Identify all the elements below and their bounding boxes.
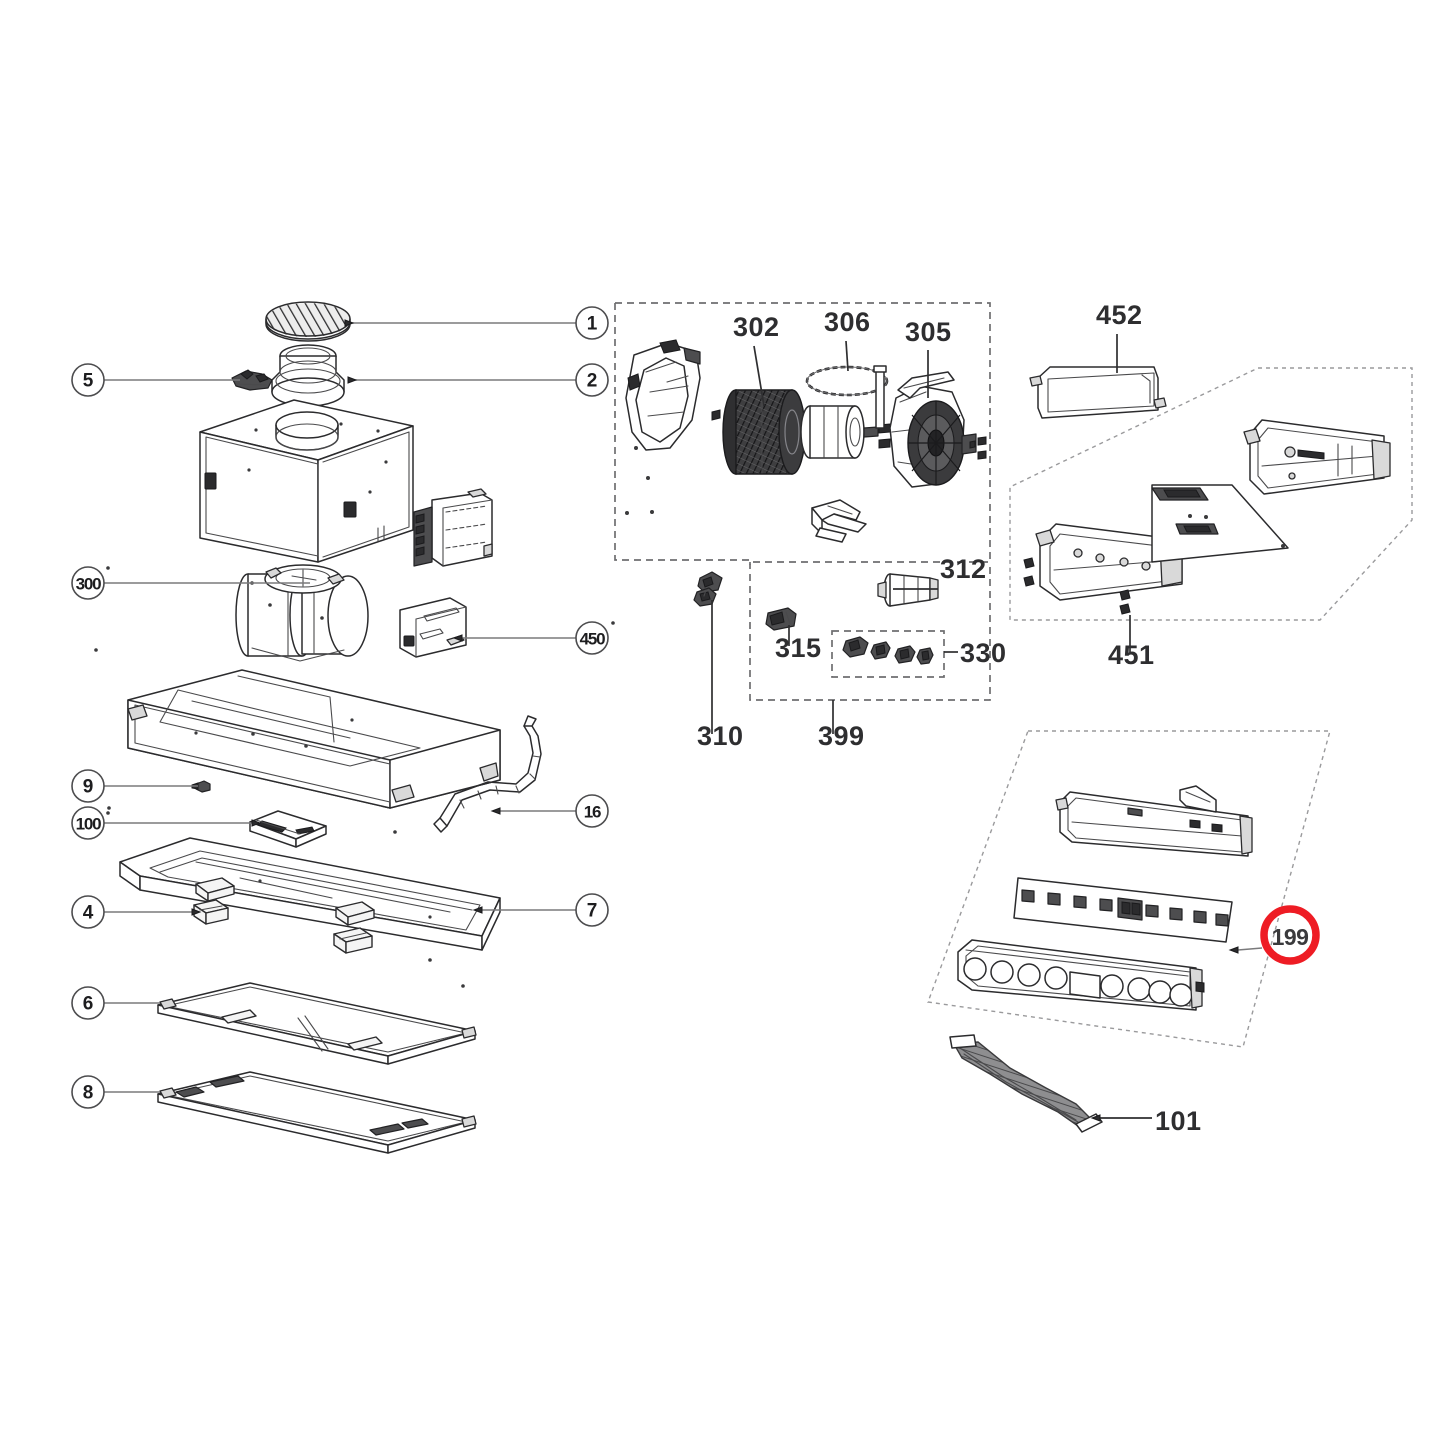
part-control-strip	[249, 810, 327, 848]
callout-bubbles: 1 2 5 300 450 9	[71, 306, 1320, 1109]
callout-450[interactable]: 450	[575, 621, 615, 655]
part-control-panel-pcb	[1013, 877, 1233, 943]
callout-5[interactable]: 5	[71, 363, 105, 397]
part-blower-motor-assembly	[235, 564, 369, 662]
callout-1-label: 1	[587, 314, 598, 335]
label-399: 399	[818, 721, 865, 751]
label-312: 312	[940, 554, 987, 584]
fan-hub	[907, 400, 965, 486]
group-boundaries	[614, 302, 1413, 1048]
callout-450-label: 450	[580, 630, 606, 649]
callout-8[interactable]: 8	[71, 1075, 105, 1109]
label-305: 305	[905, 317, 952, 347]
callout-9-label: 9	[83, 777, 94, 798]
plain-labels: 302 306 305 452 451 312 315 330 310 399 …	[697, 300, 1202, 1136]
highlight-ring	[1260, 905, 1320, 965]
connector-comb	[413, 506, 433, 567]
callout-199-highlighted[interactable]: 199	[1260, 905, 1320, 965]
part-motor-can	[800, 405, 891, 459]
part-pcb-bare-board	[1151, 484, 1289, 563]
part-flexible-hose-duct	[433, 715, 542, 833]
part-main-control-board	[1023, 523, 1183, 615]
callout-2-label: 2	[587, 371, 598, 392]
part-ribbon-cable-flat-flex	[949, 1034, 1103, 1133]
callout-6-label: 6	[83, 994, 94, 1015]
part-blower-housing-left	[625, 339, 701, 515]
panel-keys	[963, 957, 1193, 1007]
part-motor-housing-scroll	[889, 371, 987, 488]
label-315: 315	[775, 633, 822, 663]
assembly-399-boundary	[749, 562, 991, 701]
callout-300-label: 300	[76, 575, 102, 594]
part-blower-wheel-squirrel-cage	[711, 389, 806, 475]
part-motor-shaft-rod	[873, 365, 887, 429]
callout-9[interactable]: 9	[71, 769, 105, 803]
part-grommet-bushing	[765, 607, 797, 631]
callout-7[interactable]: 7	[575, 893, 609, 927]
part-lower-housing-frame	[119, 837, 501, 951]
callout-4-label: 4	[83, 903, 94, 924]
callout-2[interactable]: 2	[575, 363, 609, 397]
callout-300[interactable]: 300	[71, 566, 110, 600]
label-310: 310	[697, 721, 744, 751]
fastener-kit-330-boundary	[831, 630, 945, 678]
part-upper-chassis-pan	[127, 669, 501, 809]
motor-group-boundary-left	[614, 303, 750, 561]
leader-lines	[104, 319, 1263, 1122]
callout-16-label: 16	[584, 803, 601, 822]
control-board-group-boundary	[1009, 367, 1413, 621]
callout-8-label: 8	[83, 1083, 94, 1104]
part-baffle-filter-panel	[157, 1071, 477, 1154]
part-control-panel-front	[957, 939, 1205, 1011]
label-451: 451	[1108, 640, 1155, 670]
callout-199-label: 199	[1272, 924, 1309, 950]
part-main-duct-housing	[199, 399, 414, 563]
part-round-grille-cover	[265, 301, 351, 342]
label-306: 306	[824, 307, 871, 337]
callout-100-label: 100	[76, 815, 102, 834]
callout-16[interactable]: 16	[575, 794, 609, 828]
part-screw-fastener	[191, 780, 211, 793]
part-wiring-harness-connector	[693, 571, 723, 607]
part-duct-transition-collar	[271, 344, 345, 407]
part-control-panel-bracket	[1055, 785, 1253, 857]
callout-7-label: 7	[587, 901, 598, 922]
part-power-module	[399, 597, 467, 658]
part-fastener-hardware-kit	[842, 636, 934, 665]
part-control-electronics-box	[413, 488, 493, 567]
callout-100[interactable]: 100	[71, 806, 111, 840]
part-mounting-clip	[231, 369, 273, 391]
callout-1[interactable]: 1	[575, 306, 609, 340]
control-panel-group-boundary	[927, 730, 1331, 1048]
part-halogen-lamp-module	[193, 899, 229, 925]
pcb-switches	[1021, 889, 1229, 927]
label-101: 101	[1155, 1106, 1202, 1136]
part-mounting-bracket-angle	[811, 499, 867, 543]
label-452: 452	[1096, 300, 1143, 330]
part-control-board-cover	[1029, 366, 1167, 419]
part-capacitor	[877, 573, 939, 607]
callout-6[interactable]: 6	[71, 986, 105, 1020]
part-mesh-grease-filter	[157, 982, 477, 1065]
callout-4[interactable]: 4	[71, 895, 105, 929]
callout-5-label: 5	[83, 371, 94, 392]
part-lamp-module-secondary	[333, 927, 373, 954]
part-control-housing-upper	[1243, 419, 1391, 495]
label-302: 302	[733, 312, 780, 342]
label-330: 330	[960, 638, 1007, 668]
